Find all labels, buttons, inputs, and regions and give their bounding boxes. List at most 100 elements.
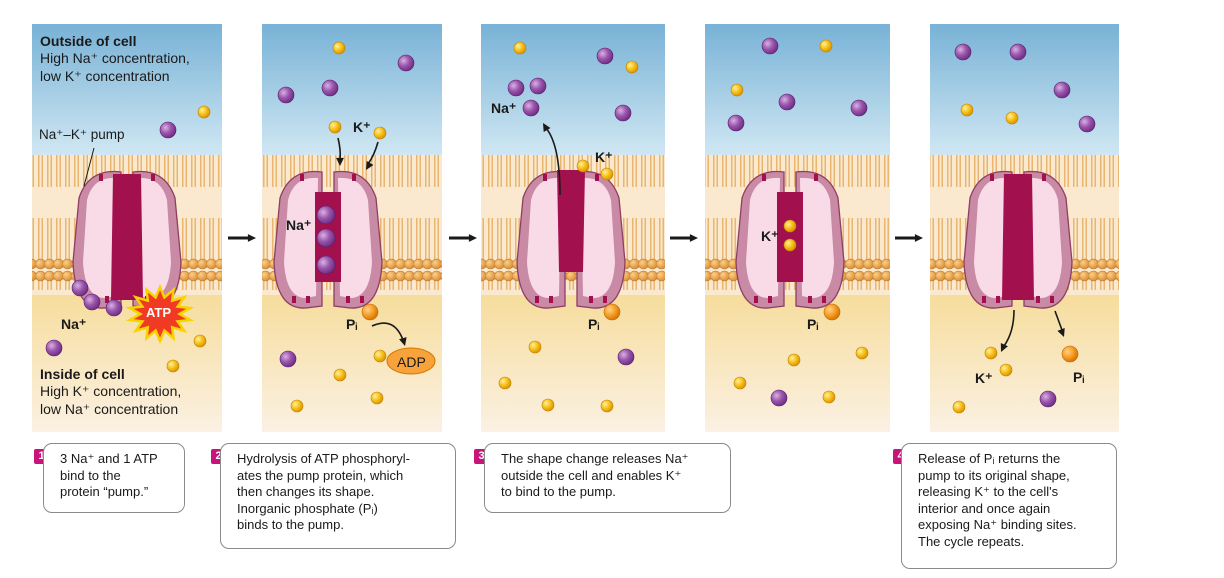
binding-site-notch	[535, 296, 539, 303]
panel4-k-label: K⁺	[761, 228, 779, 244]
k-binding-arrow-left	[336, 137, 344, 166]
sodium-ion	[617, 348, 635, 366]
step-3-line: to bind to the pump.	[501, 484, 616, 499]
arrow-head	[1000, 343, 1008, 352]
potassium-ion	[373, 126, 387, 140]
step-4-caption: Release of Pᵢ returns the pump to its or…	[901, 443, 1117, 569]
potassium-ion	[1005, 111, 1019, 125]
pump-right-interior	[581, 177, 615, 298]
binding-site-notch	[982, 296, 986, 303]
arrow-shaft	[545, 127, 561, 196]
pump-protein-5	[963, 170, 1073, 309]
binding-site-notch	[306, 296, 310, 303]
cytoplasm-region	[481, 290, 665, 432]
extracellular-region	[32, 24, 222, 160]
sodium-ion	[778, 93, 796, 111]
panel2-k-label: K⁺	[353, 119, 371, 135]
pump-right-interior	[800, 177, 834, 298]
potassium-ion	[193, 334, 207, 348]
panel2-na-label: Na⁺	[286, 217, 312, 233]
binding-site-notch	[754, 296, 758, 303]
binding-site-notch	[1036, 296, 1040, 303]
step-2-line: binds to the pump.	[237, 517, 344, 532]
atp-burst	[125, 283, 195, 345]
potassium-ion	[999, 363, 1013, 377]
inside-cell-line-2: low Na⁺ concentration	[40, 401, 179, 417]
panel3-na-label: Na⁺	[491, 100, 517, 116]
outside-cell-label: Outside of cell High Na⁺ concentration, …	[40, 33, 190, 85]
binding-site-notch	[99, 174, 103, 181]
pi-release-arrow	[1054, 310, 1065, 337]
na-release-arrow	[543, 123, 561, 196]
pump-left-interior	[83, 177, 117, 298]
potassium-ion	[197, 105, 211, 119]
sodium-ion	[316, 255, 336, 275]
binding-site-notch	[543, 174, 547, 181]
pump-left-interior	[974, 177, 1008, 298]
potassium-ion	[328, 120, 342, 134]
binding-site-notch	[762, 174, 766, 181]
binding-site-notch	[589, 296, 593, 303]
step-3-caption: The shape change releases Na⁺ outside th…	[484, 443, 731, 513]
step-2-line: ates the pump protein, which	[237, 467, 404, 483]
arrow-shaft	[1054, 310, 1063, 331]
arrow-head	[366, 161, 374, 170]
arrow-head	[399, 337, 407, 346]
sodium-ion	[279, 350, 297, 368]
binding-site-notch	[105, 296, 109, 303]
sodium-ion	[761, 37, 779, 55]
pump-right-interior	[338, 177, 372, 298]
sodium-ion	[850, 99, 868, 117]
potassium-ion	[730, 83, 744, 97]
cytoplasm-region	[32, 290, 222, 432]
binding-site-notch	[768, 296, 772, 303]
potassium-ion	[783, 238, 797, 252]
potassium-ion	[528, 340, 542, 354]
binding-site-notch	[549, 296, 553, 303]
step-4-line: exposing Na⁺ binding sites.	[918, 517, 1077, 532]
step-4-line: Release of Pᵢ returns the	[918, 451, 1061, 466]
step-4-line: releasing K⁺ to the cell's	[918, 484, 1059, 499]
step-arrow-4	[895, 234, 923, 242]
sodium-ion	[1039, 390, 1057, 408]
binding-site-notch	[808, 296, 812, 303]
adp-label: ADP	[397, 354, 426, 370]
step-2-line: Hydrolysis of ATP phosphoryl-	[237, 451, 410, 466]
sodium-ion	[105, 299, 123, 317]
sodium-ion	[529, 77, 547, 95]
pump-channel	[111, 174, 143, 300]
panel3-k-label: K⁺	[595, 149, 613, 165]
potassium-ion	[541, 398, 555, 412]
atp-hydrolysis-arrow	[371, 322, 407, 346]
pump-left-interior	[284, 177, 318, 298]
potassium-ion	[984, 346, 998, 360]
potassium-ion	[373, 349, 387, 363]
step-4-line: interior and once again	[918, 500, 1051, 516]
potassium-ion	[625, 60, 639, 74]
sodium-ion	[159, 121, 177, 139]
pump-protein-1	[72, 170, 182, 309]
step-3-line: The shape change releases Na⁺	[501, 451, 689, 466]
potassium-ion	[787, 353, 801, 367]
sodium-ion	[770, 389, 788, 407]
outside-cell-line-2: low K⁺ concentration	[40, 68, 170, 84]
k-binding-arrow-right	[366, 141, 379, 170]
potassium-ion	[600, 399, 614, 413]
potassium-ion	[855, 346, 869, 360]
potassium-ion	[783, 219, 797, 233]
step-1-line: protein “pump.”	[60, 484, 149, 499]
step-1-caption: 3 Na⁺ and 1 ATP bind to the protein “pum…	[43, 443, 185, 513]
sodium-ion	[522, 99, 540, 117]
inside-cell-label: Inside of cell High K⁺ concentration, lo…	[40, 366, 181, 418]
sodium-ion	[316, 228, 336, 248]
binding-site-notch	[1042, 174, 1046, 181]
step-3-line: outside the cell and enables K⁺	[501, 467, 682, 483]
binding-site-notch	[814, 174, 818, 181]
panel5-k-label: K⁺	[975, 370, 993, 386]
sodium-ion	[316, 205, 336, 225]
sodium-ion	[596, 47, 614, 65]
panel5-pi-label: Pᵢ	[1073, 369, 1085, 385]
panel1-na-label: Na⁺	[61, 316, 87, 332]
adp-molecule	[386, 347, 436, 375]
pump-left-interior	[527, 177, 561, 298]
